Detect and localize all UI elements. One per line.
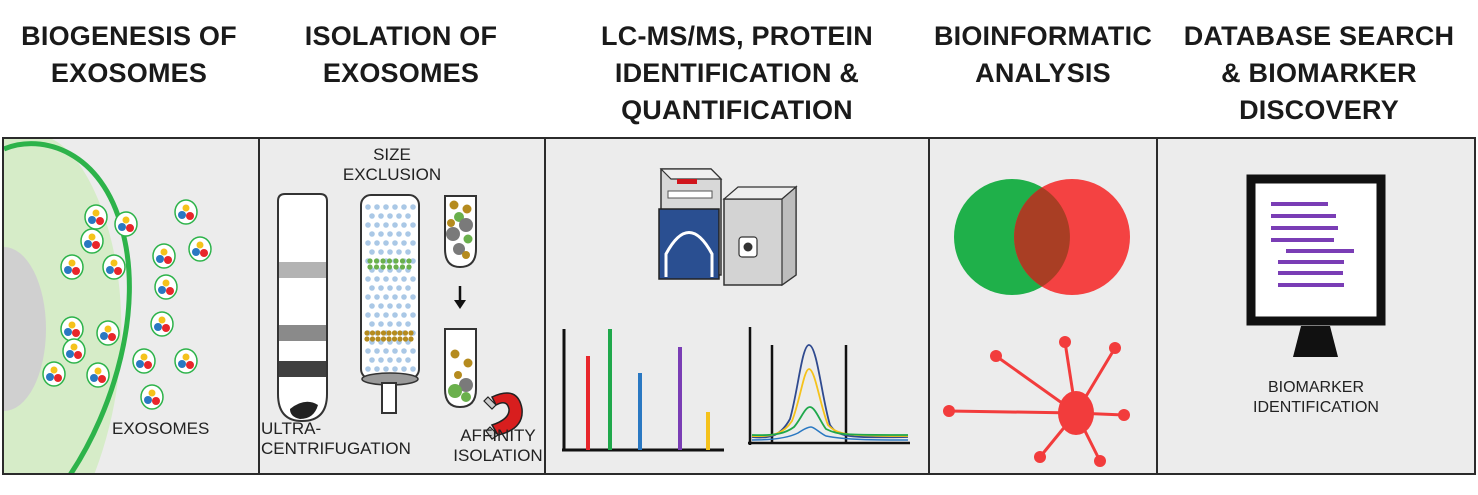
header-line: ANALYSIS — [975, 58, 1111, 88]
exosome-icon — [96, 320, 120, 346]
header-line: BIOINFORMATIC — [933, 21, 1153, 51]
panel-database: BIOMARKER IDENTIFICATION — [1156, 137, 1476, 475]
network-node — [1059, 336, 1071, 348]
chromatogram-chart — [748, 327, 910, 445]
exosome-icon — [80, 228, 104, 254]
affinity-tube-bottom — [444, 328, 477, 409]
panel-lcms — [544, 137, 930, 475]
size-exclusion-column — [360, 194, 420, 414]
exosome-icon — [42, 361, 66, 387]
spectrum-bar — [678, 347, 682, 450]
label-line: CENTRIFUGATION — [261, 439, 411, 458]
panel-bioinformatic — [928, 137, 1160, 475]
affinity-isolation-label: AFFINITY ISOLATION — [452, 426, 544, 466]
band-medium — [279, 325, 326, 341]
header-lcms: LC-MS/MS, PROTEIN IDENTIFICATION & QUANT… — [544, 18, 930, 129]
exosome-icon — [140, 384, 164, 410]
monitor-stand — [1293, 326, 1338, 357]
header-line: IDENTIFICATION & — [614, 58, 860, 88]
venn-diagram — [954, 179, 1130, 295]
exosome-icon — [174, 348, 198, 374]
exosome-icon — [132, 348, 156, 374]
spectrum-bar — [638, 373, 642, 450]
header-isolation: ISOLATION OF EXOSOMES — [258, 18, 544, 92]
exosome-icon — [152, 243, 176, 269]
header-line: QUANTIFICATION — [621, 95, 853, 125]
affinity-tube-top — [444, 195, 477, 269]
mass-spectrometer-icon — [658, 168, 798, 287]
exosome-icon — [114, 211, 138, 237]
network-node — [1118, 409, 1130, 421]
band-dark — [279, 361, 326, 377]
venn-overlap — [1014, 187, 1070, 287]
panel-biogenesis: EXOSOMES — [2, 137, 260, 475]
header-line: DATABASE SEARCH — [1183, 21, 1455, 51]
exosome-icon — [60, 254, 84, 280]
network-node — [943, 405, 955, 417]
spectrum-bar-chart — [562, 329, 724, 452]
chrom-trace — [751, 368, 909, 438]
label-line: AFFINITY — [460, 426, 536, 445]
exosome-icon — [86, 362, 110, 388]
header-biogenesis: BIOGENESIS OF EXOSOMES — [0, 18, 258, 92]
label-line: BIOMARKER — [1267, 379, 1364, 396]
monitor-icon — [1246, 174, 1386, 357]
header-line: DISCOVERY — [1239, 95, 1399, 125]
exosome-icon — [154, 274, 178, 300]
exosomes-label: EXOSOMES — [112, 419, 210, 438]
header-database: DATABASE SEARCH & BIOMARKER DISCOVERY — [1160, 18, 1478, 129]
lcms-illustration — [562, 168, 910, 452]
ultracentrifugation-label: ULTRA- CENTRIFUGATION — [261, 419, 411, 459]
chrom-trace — [751, 344, 909, 439]
network-hub — [1058, 391, 1094, 435]
exosome-icon — [174, 199, 198, 225]
network-node — [1034, 451, 1046, 463]
bioinformatic-illustration — [943, 179, 1130, 467]
database-illustration — [1246, 174, 1386, 357]
exosome-icon — [102, 254, 126, 280]
label-line: EXCLUSION — [342, 165, 442, 184]
header-line: EXOSOMES — [50, 58, 208, 88]
down-arrow-icon — [454, 286, 466, 309]
header-line: & BIOMARKER — [1221, 58, 1417, 88]
label-line: SIZE — [373, 145, 411, 164]
exosome-icon — [62, 338, 86, 364]
isolation-illustration — [277, 193, 523, 440]
panel-isolation: SIZE EXCLUSION ULTRA- CENTRIFUGATION AFF… — [258, 137, 546, 475]
header-line: BIOGENESIS OF — [21, 21, 237, 51]
column-outlet — [381, 382, 397, 414]
column-beads — [364, 204, 416, 381]
band-light — [279, 262, 326, 278]
label-line: ULTRA- — [261, 419, 322, 438]
exosome-icon — [150, 311, 174, 337]
label-line: IDENTIFICATION — [1253, 399, 1379, 416]
centrifuge-tube — [277, 193, 328, 423]
nucleus — [4, 247, 46, 411]
spectrum-bar — [608, 329, 612, 450]
header-line: LC-MS/MS, PROTEIN — [601, 21, 873, 51]
chrom-trace — [751, 406, 909, 437]
spectrum-bar — [586, 356, 590, 450]
header-bioinformatic: BIOINFORMATIC ANALYSIS — [925, 18, 1161, 92]
exosome-icon — [60, 316, 84, 342]
size-exclusion-label: SIZE EXCLUSION — [322, 145, 462, 185]
spectrum-bar — [706, 412, 710, 450]
network-node — [1094, 455, 1106, 467]
exosome-icon — [188, 236, 212, 262]
exosome-group — [42, 199, 212, 410]
header-line: EXOSOMES — [322, 58, 480, 88]
pellet — [290, 401, 318, 419]
cell-illustration — [4, 139, 212, 473]
biomarker-identification-label: BIOMARKER IDENTIFICATION — [1218, 378, 1414, 418]
network-node — [990, 350, 1002, 362]
label-line: ISOLATION — [453, 446, 543, 465]
magnet-icon — [483, 392, 523, 440]
exosome-icon — [84, 204, 108, 230]
network-graph — [943, 336, 1130, 467]
header-line: ISOLATION OF — [304, 21, 498, 51]
chrom-trace — [751, 426, 909, 441]
network-node — [1109, 342, 1121, 354]
